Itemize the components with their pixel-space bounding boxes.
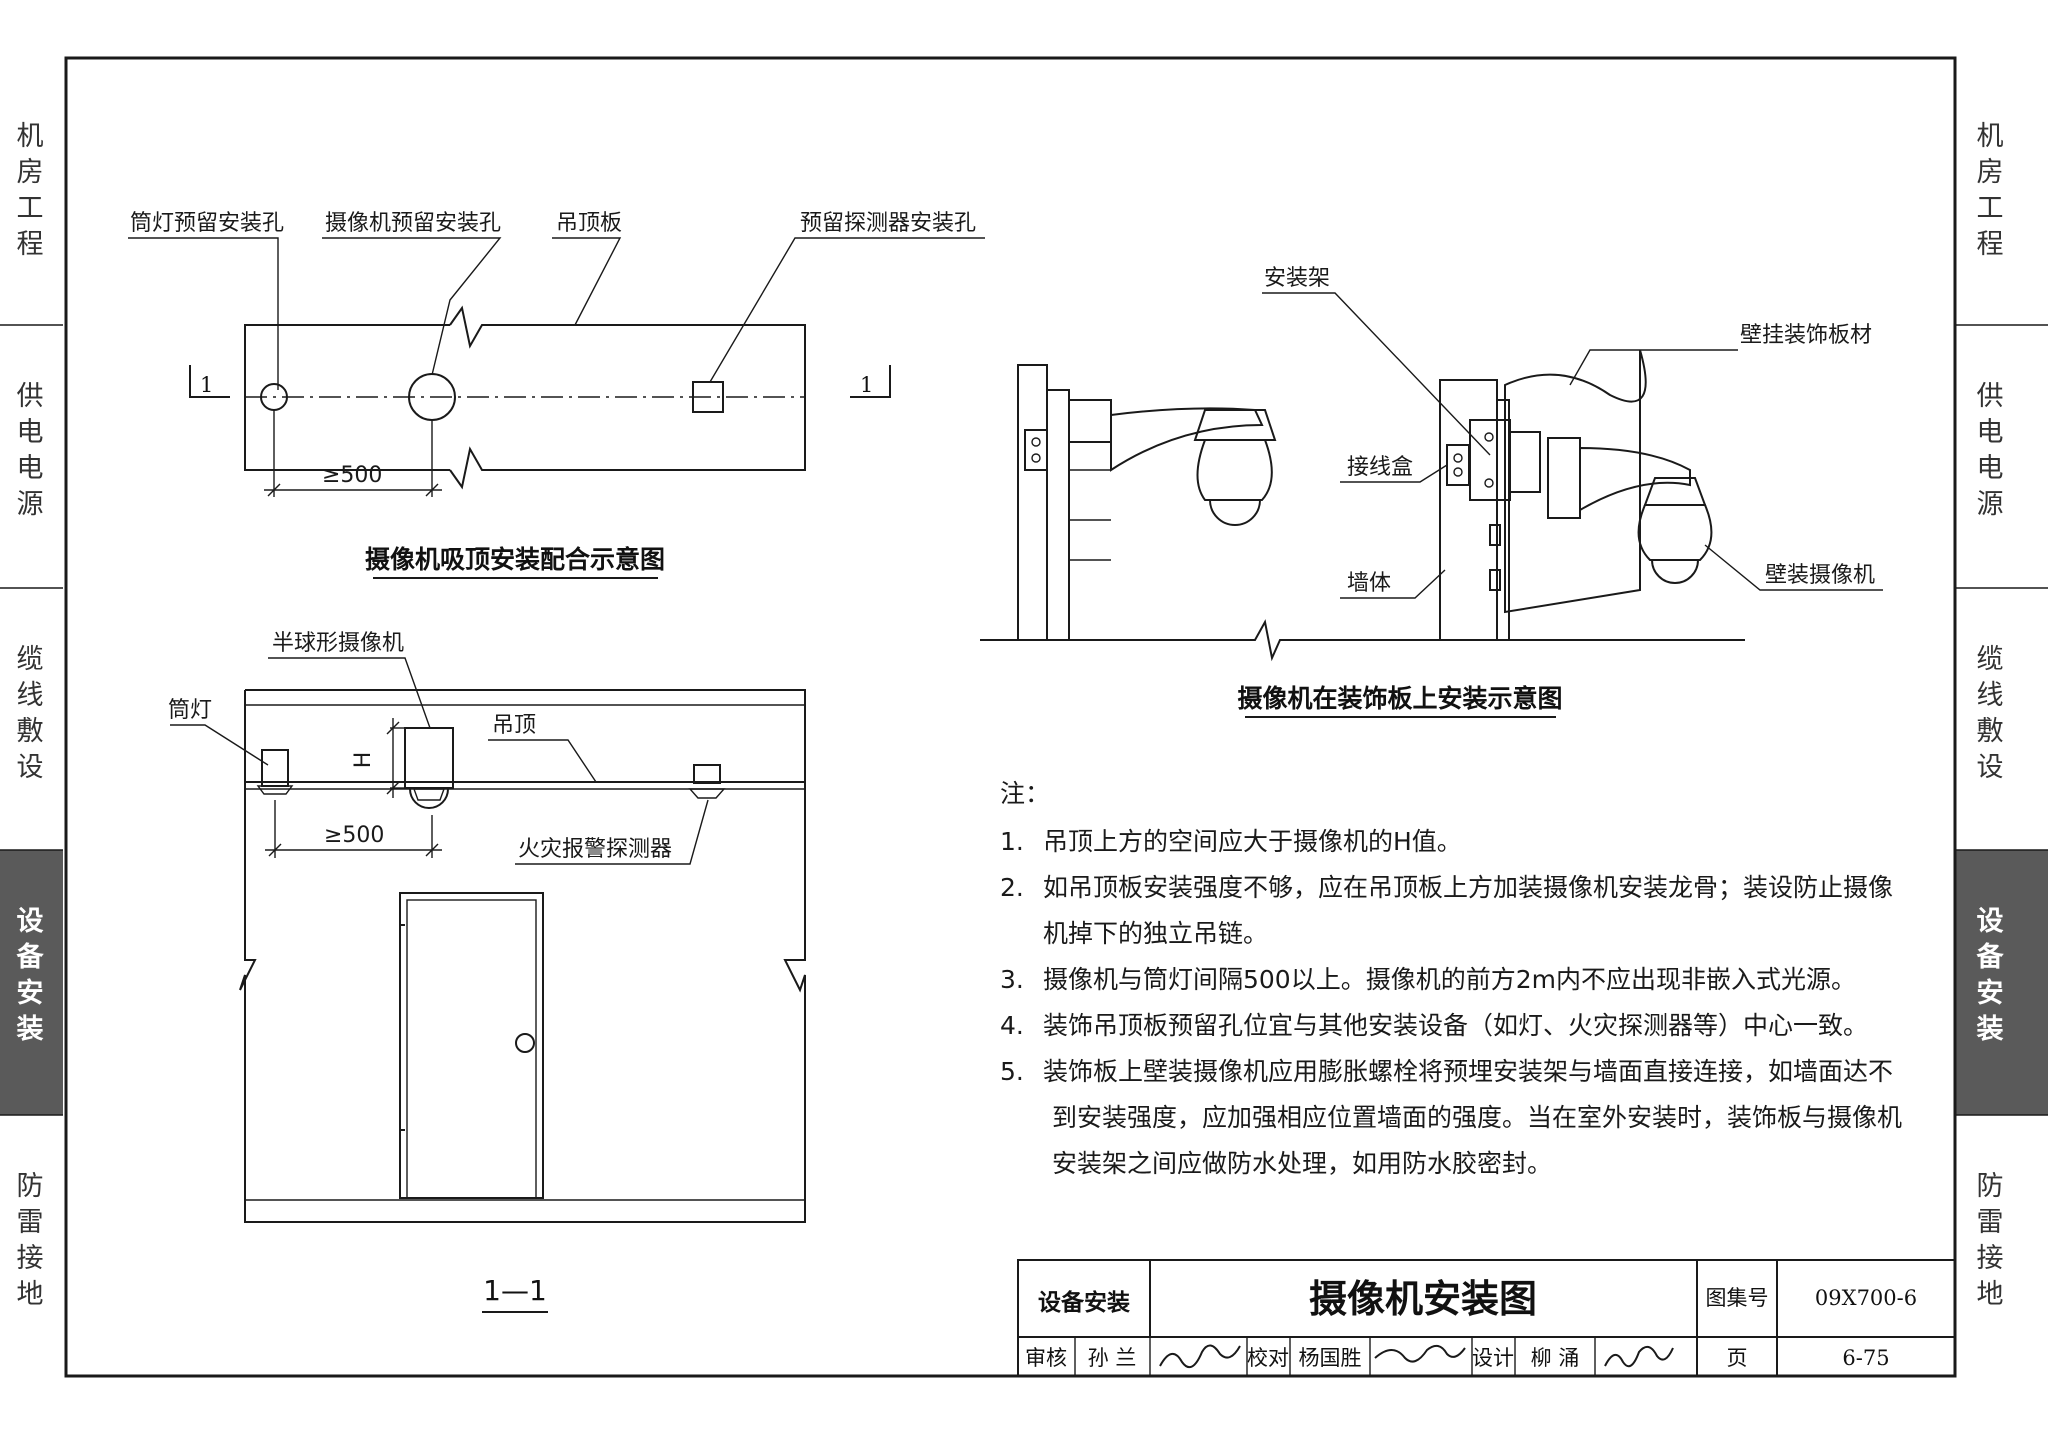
title-block: 设备安装 摄像机安装图 图集号 09X700-6 审核 孙 兰 校对 杨国胜 设… xyxy=(1017,1259,1956,1377)
tab-left-4[interactable]: 防雷接地 xyxy=(17,1171,44,1310)
label-wall-panel: 壁挂装饰板材 xyxy=(1740,323,1872,348)
label-camera-hole: 摄像机预留安装孔 xyxy=(325,211,501,236)
section-mark-left: 1 xyxy=(200,373,213,397)
atlas-label: 图集号 xyxy=(1706,1286,1769,1310)
label-wall: 墙体 xyxy=(1347,571,1391,596)
label-junction-box: 接线盒 xyxy=(1347,455,1413,480)
review-label: 审核 xyxy=(1025,1346,1067,1370)
label-wall-camera: 壁装摄像机 xyxy=(1765,563,1875,588)
tab-left-0[interactable]: 机房工程 xyxy=(17,121,44,260)
note-line: 机掉下的独立吊链。 xyxy=(1043,919,1268,948)
tab-right-2[interactable]: 缆线敷设 xyxy=(1977,644,2004,783)
tab-right-3[interactable]: 设备安装 xyxy=(1976,906,2005,1045)
tab-active-bg-left xyxy=(0,850,63,1115)
reviewer-name: 孙 兰 xyxy=(1088,1346,1137,1370)
section-mark-right: 1 xyxy=(860,373,873,397)
tab-right-4[interactable]: 防雷接地 xyxy=(1977,1171,2004,1310)
tab-left-2[interactable]: 缆线敷设 xyxy=(17,644,44,783)
notes-block: 注： 1. 吊顶上方的空间应大于摄像机的H值。 2. 如吊顶板安装强度不够，应在吊顶板… xyxy=(1000,779,1902,1178)
tab-left-3[interactable]: 设备安装 xyxy=(16,906,45,1045)
detector-hole-icon xyxy=(692,381,724,413)
wall-mount-diagram: 安装架 壁挂装饰板材 接线盒 墙体 壁装摄像机 摄像机在装饰板上安装示意图 xyxy=(980,266,1883,718)
dimension-label-top: ≥500 xyxy=(322,463,382,488)
category-label: 设备安装 xyxy=(1038,1289,1130,1316)
note-number: 3. xyxy=(1000,965,1024,994)
designer-name: 柳 涌 xyxy=(1531,1346,1580,1370)
downlight-icon xyxy=(261,749,289,787)
fire-detector-icon xyxy=(693,764,721,784)
note-line: 吊顶上方的空间应大于摄像机的H值。 xyxy=(1043,827,1462,856)
note-line: 装饰板上壁装摄像机应用膨胀螺栓将预埋安装架与墙面直接连接，如墙面达不 xyxy=(1043,1057,1893,1086)
side-tabs-right: 机房工程 供电电源 缆线敷设 设备安装 防雷接地 xyxy=(1955,121,2048,1310)
page-number: 6-75 xyxy=(1842,1346,1889,1370)
side-tabs-left: 机房工程 供电电源 缆线敷设 设备安装 防雷接地 xyxy=(0,121,63,1310)
designer-signature xyxy=(1604,1345,1674,1368)
dome-camera-icon xyxy=(404,727,454,789)
note-line: 装饰吊顶板预留孔位宜与其他安装设备（如灯、火灾探测器等）中心一致。 xyxy=(1043,1011,1868,1040)
door-icon xyxy=(399,892,544,1199)
note-line: 如吊顶板安装强度不够，应在吊顶板上方加装摄像机安装龙骨；装设防止摄像 xyxy=(1043,873,1893,902)
note-line: 摄像机与筒灯间隔500以上。摄像机的前方2m内不应出现非嵌入式光源。 xyxy=(1043,965,1856,994)
note-number: 4. xyxy=(1000,1011,1024,1040)
decorative-panel-icon xyxy=(1504,349,1647,614)
section-diagram: H ≥500 半球形摄像机 筒灯 吊顶 火灾报警探测器 1—1 xyxy=(168,631,806,1313)
page-label: 页 xyxy=(1727,1346,1748,1370)
tab-left-1[interactable]: 供电电源 xyxy=(17,381,44,520)
label-downlight: 筒灯 xyxy=(168,698,212,723)
label-ceiling-board: 吊顶板 xyxy=(556,211,622,236)
dimension-label-section: ≥500 xyxy=(324,823,384,848)
atlas-number: 09X700-6 xyxy=(1815,1286,1917,1310)
note-line: 到安装强度，应加强相应位置墙面的强度。当在室外安装时，装饰板与摄像机 xyxy=(1052,1103,1902,1132)
checker-name: 杨国胜 xyxy=(1299,1346,1362,1370)
label-fire-detector: 火灾报警探测器 xyxy=(518,837,672,862)
label-bracket: 安装架 xyxy=(1264,266,1330,291)
label-ceiling: 吊顶 xyxy=(492,713,536,738)
label-downlight-hole: 筒灯预留安装孔 xyxy=(130,211,284,236)
title-wall-mount: 摄像机在装饰板上安装示意图 xyxy=(1237,684,1562,713)
sheet-frame xyxy=(64,56,1957,1378)
height-label: H xyxy=(351,752,376,769)
note-number: 1. xyxy=(1000,827,1024,856)
tab-right-0[interactable]: 机房工程 xyxy=(1977,121,2004,260)
camera-left-icon xyxy=(1196,439,1273,501)
reviewer-signature xyxy=(1159,1344,1241,1369)
wall-camera-icon xyxy=(1637,504,1713,561)
note-number: 5. xyxy=(1000,1057,1024,1086)
title-section: 1—1 xyxy=(483,1274,547,1307)
check-label: 校对 xyxy=(1247,1346,1289,1370)
checker-signature xyxy=(1374,1344,1466,1363)
title-ceiling-plan: 摄像机吸顶安装配合示意图 xyxy=(365,545,665,574)
tab-right-1[interactable]: 供电电源 xyxy=(1977,381,2004,520)
ceiling-plan-diagram: 1 1 ≥500 筒灯预留安装孔 摄像机预留安装孔 吊顶板 预留探测器安装孔 摄… xyxy=(128,211,985,579)
door-knob-icon xyxy=(515,1033,535,1053)
notes-heading: 注： xyxy=(1000,779,1050,808)
label-dome-camera: 半球形摄像机 xyxy=(272,631,404,656)
note-line: 安装架之间应做防水处理，如用防水胶密封。 xyxy=(1052,1149,1552,1178)
note-number: 2. xyxy=(1000,873,1024,902)
design-label: 设计 xyxy=(1472,1346,1514,1370)
label-detector-hole: 预留探测器安装孔 xyxy=(800,211,976,236)
tab-active-bg-right xyxy=(1955,850,2048,1115)
drawing-title: 摄像机安装图 xyxy=(1309,1277,1537,1321)
